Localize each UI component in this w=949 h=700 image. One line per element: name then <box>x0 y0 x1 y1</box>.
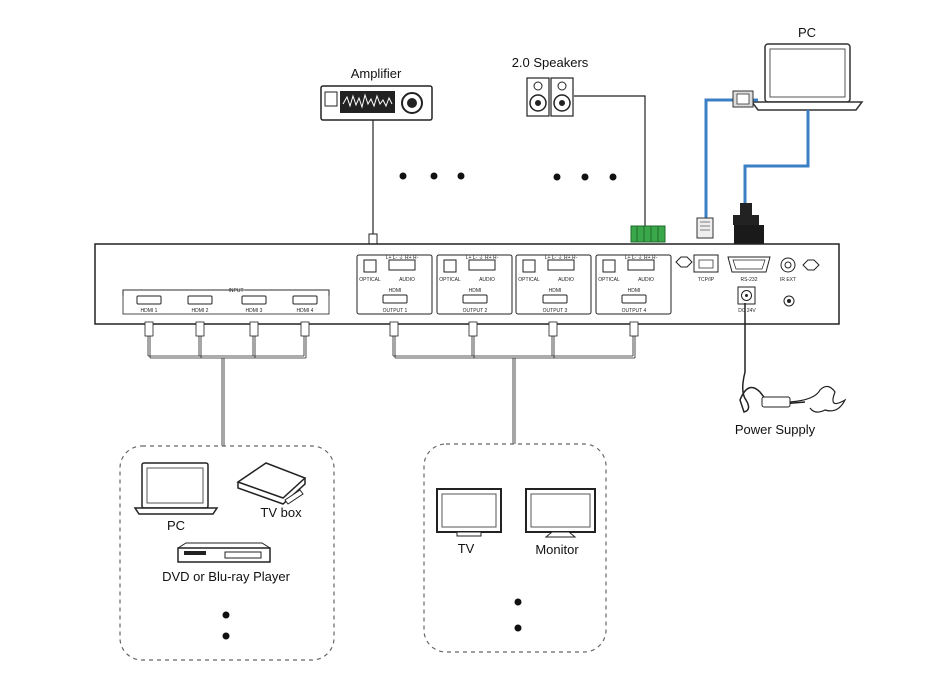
input-title: INPUT <box>229 288 244 294</box>
hdmi-port-1 <box>136 295 162 305</box>
displays-group-box <box>423 443 607 653</box>
tv-display <box>436 488 502 537</box>
monitor-label: Monitor <box>535 542 579 557</box>
dc-label: DC 24V <box>738 308 756 314</box>
dvd-player-label: DVD or Blu-ray Player <box>162 569 291 584</box>
output-4-optical: OPTICAL <box>598 277 620 283</box>
hdmi-input-label-3: HDMI 3 <box>246 308 263 314</box>
dvd-player-device <box>177 542 271 563</box>
hdmi-input-label-2: HDMI 2 <box>192 308 209 314</box>
output-1-hdmi: HDMI <box>389 288 402 294</box>
speakers-label: 2.0 Speakers <box>512 55 589 70</box>
rs232-port <box>727 256 771 273</box>
more-displays-dots <box>514 598 522 632</box>
output-4-name: OUTPUT 4 <box>622 308 647 314</box>
rs232-label: RS-232 <box>741 277 758 283</box>
output-3-hdmi: HDMI <box>549 288 562 294</box>
tcpip-label: TCP/IP <box>698 277 715 283</box>
output-2-pins: L+ L- ⏚ R+ R- <box>466 254 499 261</box>
output-section-1 <box>356 254 433 315</box>
output-2-name: OUTPUT 2 <box>463 308 488 314</box>
output-3-name: OUTPUT 3 <box>543 308 568 314</box>
more-dots-top <box>399 172 617 181</box>
hdmi-port-2 <box>187 295 213 305</box>
hdmi-input-label-1: HDMI 1 <box>141 308 158 314</box>
tv-label: TV <box>458 541 475 556</box>
display-hdmi-cables <box>389 321 639 444</box>
amplifier-device <box>320 85 433 121</box>
output-2-optical: OPTICAL <box>439 277 461 283</box>
db9-connector <box>733 203 764 247</box>
output-4-pins: L+ L- ⏚ R+ R- <box>625 254 658 261</box>
pc-top-label: PC <box>798 25 816 40</box>
pc-laptop-top <box>750 43 864 111</box>
tv-box-label: TV box <box>260 505 302 520</box>
source-pc-label: PC <box>167 518 185 533</box>
hdmi-port-3 <box>241 295 267 305</box>
output-1-audio: AUDIO <box>399 277 415 283</box>
output-3-audio: AUDIO <box>558 277 574 283</box>
network-cable <box>704 98 810 220</box>
tcpip-port <box>693 254 719 273</box>
output-3-optical: OPTICAL <box>518 277 540 283</box>
irext-label: IR EXT <box>780 277 796 283</box>
rj45-plug <box>696 217 714 239</box>
output-1-optical: OPTICAL <box>359 277 381 283</box>
tv-box-device <box>236 462 307 505</box>
monitor-display <box>525 488 596 538</box>
hdmi-input-label-4: HDMI 4 <box>297 308 314 314</box>
amplifier-label: Amplifier <box>351 66 402 81</box>
speaker-cable <box>574 95 646 228</box>
ground-screw <box>783 295 795 307</box>
output-3-pins: L+ L- ⏚ R+ R- <box>545 254 578 261</box>
input-section <box>122 289 330 315</box>
green-terminal-block <box>630 225 666 243</box>
output-1-name: OUTPUT 1 <box>383 308 408 314</box>
source-pc-laptop <box>133 462 219 515</box>
power-supply <box>739 303 847 413</box>
power-supply-label: Power Supply <box>735 422 816 437</box>
output-4-hdmi: HDMI <box>628 288 641 294</box>
sources-group-box <box>119 445 335 661</box>
hdmi-port-4 <box>292 295 318 305</box>
output-2-audio: AUDIO <box>479 277 495 283</box>
dc-power-jack <box>737 286 756 305</box>
source-hdmi-cables <box>144 321 310 446</box>
output-section-2 <box>436 254 513 315</box>
output-4-audio: AUDIO <box>638 277 654 283</box>
hex-screw-left <box>675 256 693 268</box>
ethernet-coupler <box>732 90 754 108</box>
speakers-device <box>526 77 574 117</box>
ir-ext-port <box>780 257 796 273</box>
hex-screw-right <box>802 259 820 271</box>
output-2-hdmi: HDMI <box>469 288 482 294</box>
output-section-4 <box>595 254 672 315</box>
output-1-pins: L+ L- ⏚ R+ R- <box>386 254 419 261</box>
more-sources-dots <box>222 611 230 640</box>
output-section-3 <box>515 254 592 315</box>
